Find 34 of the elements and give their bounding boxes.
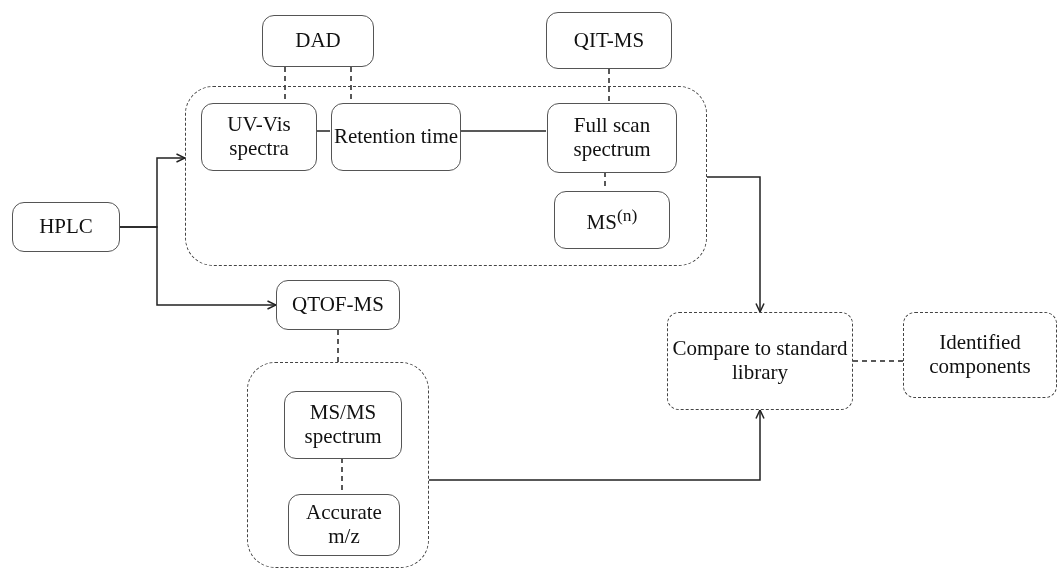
node-label: Accurate m/z	[305, 501, 383, 549]
group-box	[247, 362, 429, 568]
node-label: QIT-MS	[573, 28, 645, 53]
process-box	[262, 15, 374, 67]
process-box	[547, 103, 677, 173]
dashed-connector	[852, 360, 904, 362]
process-box	[276, 280, 400, 330]
node-label: DAD	[295, 29, 341, 53]
node-label: MS/MS spectrum	[303, 401, 383, 449]
node-label: Full scan spectrum	[572, 114, 652, 162]
node-label: QTOF-MS	[292, 293, 384, 317]
node-label: UV-Vis spectra	[226, 113, 292, 161]
node-label: Retention time	[333, 125, 459, 149]
arrow	[428, 409, 765, 481]
connector-line	[315, 130, 331, 132]
dashed-connector	[608, 68, 610, 103]
dashed-connector	[337, 329, 339, 363]
process-box	[546, 12, 672, 69]
process-box	[554, 191, 670, 249]
process-box	[331, 103, 461, 171]
connector-line	[459, 130, 547, 132]
process-box	[903, 312, 1057, 398]
process-box	[667, 312, 853, 410]
process-box	[288, 494, 400, 556]
node-label: HPLC	[39, 215, 93, 239]
arrow	[119, 226, 277, 310]
process-box	[284, 391, 402, 459]
process-box	[201, 103, 317, 171]
node-label: MS$^{(n)}$	[586, 205, 638, 235]
group-box	[185, 86, 707, 266]
node-label: Compare to standard library	[671, 337, 849, 385]
node-label: Identified components	[928, 331, 1032, 379]
arrow	[706, 176, 765, 313]
process-box	[12, 202, 120, 252]
